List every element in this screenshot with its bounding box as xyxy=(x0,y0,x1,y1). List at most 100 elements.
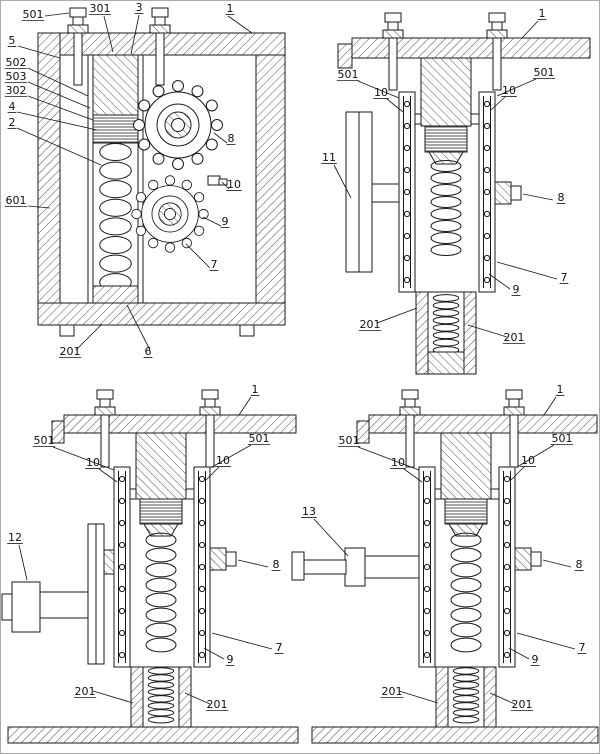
ref-label-side-view-with-pulley-10: 10 xyxy=(374,86,388,99)
sprocket-plate-right xyxy=(193,466,211,668)
leader-line-front-section-view-2 xyxy=(16,127,102,166)
ref-label-side-view-with-drive-shaft-501: 501 xyxy=(34,434,55,447)
sprocket-plate-left xyxy=(398,91,416,293)
leader-line-side-view-with-crank-handle-13 xyxy=(313,518,349,557)
leader-line-side-view-with-drive-shaft-501 xyxy=(52,446,115,471)
ref-label-side-view-with-pulley-7: 7 xyxy=(561,271,568,284)
leader-line-side-view-with-pulley-11 xyxy=(333,164,352,199)
ref-label-front-section-view-302: 302 xyxy=(6,84,27,97)
leader-line-side-view-with-drive-shaft-201 xyxy=(92,690,134,704)
housing-left-wall xyxy=(37,32,61,326)
floor xyxy=(311,726,599,744)
leader-line-side-view-with-pulley-1 xyxy=(521,20,539,39)
ref-label-side-view-with-pulley-501: 501 xyxy=(338,68,359,81)
figure-side-view-shaft xyxy=(1,389,299,744)
axle-cap xyxy=(510,185,522,201)
ref-label-front-section-view-201: 201 xyxy=(60,345,81,358)
drive-shaft-assembly xyxy=(1,523,115,665)
ref-label-side-view-with-pulley-201: 201 xyxy=(504,331,525,344)
ref-label-side-view-with-crank-handle-501: 501 xyxy=(339,434,360,447)
sprocket-plate-right xyxy=(478,91,496,293)
mount-bracket xyxy=(420,57,472,127)
top-plate-step xyxy=(51,420,65,444)
axle-cap xyxy=(530,551,542,567)
ref-label-front-section-view-9: 9 xyxy=(222,215,229,228)
ref-label-side-view-with-crank-handle-7: 7 xyxy=(579,641,586,654)
leader-line-front-section-view-601 xyxy=(27,205,51,209)
figure-side-view-pulley xyxy=(337,12,591,375)
leader-line-side-view-with-pulley-10 xyxy=(386,98,404,113)
spring-retainer xyxy=(448,523,484,537)
ref-label-side-view-with-drive-shaft-8: 8 xyxy=(273,558,280,571)
axle-hub xyxy=(514,547,532,571)
ref-label-front-section-view-4: 4 xyxy=(9,100,16,113)
ref-label-front-section-view-501: 501 xyxy=(23,8,44,21)
ref-label-front-section-view-8: 8 xyxy=(228,132,235,145)
leader-line-side-view-with-crank-handle-10 xyxy=(510,466,525,481)
leader-line-side-view-with-crank-handle-1 xyxy=(543,396,557,416)
mount-bracket xyxy=(135,432,187,500)
ref-label-front-section-view-7: 7 xyxy=(211,258,218,271)
crank-handle-assembly xyxy=(291,547,420,587)
main-spring xyxy=(450,532,482,653)
ref-label-front-section-view-2: 2 xyxy=(9,116,16,129)
leader-line-side-view-with-crank-handle-201 xyxy=(398,690,439,704)
figure-side-view-crank xyxy=(291,389,599,744)
leader-line-side-view-with-pulley-501 xyxy=(496,78,537,97)
top-plate xyxy=(63,414,297,434)
main-spring xyxy=(430,160,462,256)
figure-front-section xyxy=(37,7,286,337)
leader-line-front-section-view-1 xyxy=(227,15,253,34)
leader-line-side-view-with-drive-shaft-9 xyxy=(203,647,225,660)
ref-label-side-view-with-crank-handle-8: 8 xyxy=(576,558,583,571)
leader-line-side-view-with-crank-handle-10 xyxy=(403,468,423,483)
spring-retainer xyxy=(143,523,179,537)
ref-label-side-view-with-pulley-501: 501 xyxy=(534,66,555,79)
leader-line-front-section-view-501 xyxy=(44,12,70,17)
leader-line-side-view-with-crank-handle-501 xyxy=(357,446,420,471)
ref-label-side-view-with-drive-shaft-201: 201 xyxy=(207,698,228,711)
ref-label-side-view-with-crank-handle-201: 201 xyxy=(512,698,533,711)
ref-label-side-view-with-drive-shaft-501: 501 xyxy=(249,432,270,445)
leader-line-front-section-view-302 xyxy=(27,95,94,121)
top-plate xyxy=(368,414,598,434)
leader-line-side-view-with-pulley-9 xyxy=(488,273,511,290)
housing-bottom-plate xyxy=(37,302,286,326)
leader-line-front-section-view-4 xyxy=(16,111,98,131)
leader-line-side-view-with-pulley-501 xyxy=(357,80,400,99)
ref-label-side-view-with-pulley-11: 11 xyxy=(322,151,336,164)
ref-label-side-view-with-crank-handle-1: 1 xyxy=(557,383,564,396)
leader-line-side-view-with-drive-shaft-501 xyxy=(211,444,252,468)
leader-line-front-section-view-201 xyxy=(75,323,103,351)
ref-label-side-view-with-pulley-8: 8 xyxy=(558,191,565,204)
lower-column xyxy=(415,291,477,375)
leader-line-front-section-view-503 xyxy=(27,81,91,109)
leader-line-side-view-with-crank-handle-7 xyxy=(516,632,576,650)
leader-line-side-view-with-drive-shaft-10 xyxy=(98,468,118,483)
ref-label-side-view-with-pulley-1: 1 xyxy=(539,7,546,20)
leader-line-side-view-with-pulley-7 xyxy=(496,261,558,280)
spring-seat-block xyxy=(92,285,139,304)
ref-label-side-view-with-crank-handle-201: 201 xyxy=(382,685,403,698)
leader-line-side-view-with-drive-shaft-201 xyxy=(184,692,211,705)
ref-label-side-view-with-drive-shaft-9: 9 xyxy=(227,653,234,666)
mount-bracket xyxy=(92,54,139,116)
leader-line-side-view-with-crank-handle-501 xyxy=(516,444,555,468)
leader-line-side-view-with-crank-handle-9 xyxy=(508,647,530,660)
piston xyxy=(92,114,139,144)
upper-sprocket xyxy=(133,80,223,170)
leader-line-front-section-view-10 xyxy=(221,181,230,190)
ref-label-side-view-with-pulley-9: 9 xyxy=(513,283,520,296)
ref-label-front-section-view-1: 1 xyxy=(227,2,234,15)
chain-tensioner xyxy=(207,175,228,186)
ref-label-side-view-with-crank-handle-501: 501 xyxy=(552,432,573,445)
leader-line-side-view-with-drive-shaft-8 xyxy=(237,559,269,568)
leader-line-side-view-with-drive-shaft-10 xyxy=(205,466,220,481)
leader-line-side-view-with-pulley-201 xyxy=(467,324,508,338)
housing-right-wall xyxy=(255,54,286,306)
ref-label-side-view-with-drive-shaft-1: 1 xyxy=(252,383,259,396)
sprocket-plate-left xyxy=(113,466,131,668)
leader-line-front-section-view-5 xyxy=(17,45,61,59)
axle-hub xyxy=(209,547,227,571)
